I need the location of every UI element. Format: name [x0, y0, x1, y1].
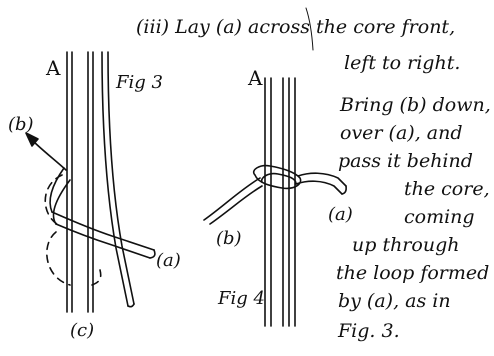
- instruction-line: coming: [404, 206, 475, 228]
- fig4-knot: [252, 164, 302, 190]
- fig3-label-core: A: [46, 56, 61, 80]
- fig3-dashed-loop: [44, 174, 102, 286]
- fig3-cord-a-end: [149, 249, 156, 259]
- fig4-cord-b: [203, 177, 263, 225]
- fig4-title: Fig 4: [218, 288, 265, 309]
- instruction-line: Fig. 3.: [338, 320, 400, 342]
- fig3-cord-a: [51, 211, 155, 259]
- fig3-title: Fig 3: [116, 72, 163, 93]
- fig4-label-a: (a): [328, 204, 353, 225]
- fig3-label-c: (c): [70, 320, 95, 341]
- fig3-label-a: (a): [156, 250, 181, 271]
- instruction-line: the loop formed: [336, 262, 490, 284]
- instruction-line: pass it behind: [338, 150, 473, 172]
- fig3-core-strands: [66, 51, 94, 313]
- instruction-line: up through: [352, 234, 460, 256]
- fig4-label-b: (b): [216, 228, 242, 249]
- fig3-cord-b: [101, 51, 135, 307]
- instruction-line: over (a), and: [340, 122, 463, 144]
- fig4-core-strands: [264, 77, 296, 327]
- instruction-line: (iii) Lay (a) across the core front,: [136, 16, 456, 38]
- instruction-line: the core,: [404, 178, 490, 200]
- instruction-line: Bring (b) down,: [340, 94, 491, 116]
- fig4-cord-a: [295, 172, 347, 195]
- instruction-line: left to right.: [344, 52, 461, 74]
- fig3-label-b: (b): [8, 114, 34, 135]
- instruction-line: by (a), as in: [338, 290, 451, 312]
- fig4-label-core: A: [248, 66, 263, 90]
